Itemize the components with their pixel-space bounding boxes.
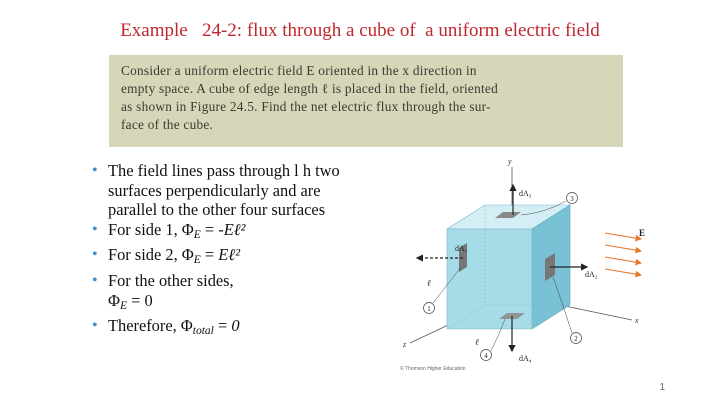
bullet-dot-icon: • [92,220,98,238]
bullet-5-equals: = [213,316,232,336]
callout-1-label: 1 [427,305,431,313]
edge-length-bottom: ℓ [475,337,479,347]
callout-4-label: 4 [484,352,488,360]
bullet-4-line-1: For the other sides, [108,270,234,290]
callout-2-circle [570,332,582,344]
problem-statement: Consider a uniform electric field E orie… [109,55,623,147]
area-patch-top [495,212,521,218]
bullet-2-value: Eℓ² [223,219,246,239]
cube-front-face [446,228,533,330]
bullet-2-equals: = - [200,219,224,239]
problem-line-3: as shown in Figure 24.5. Find the net el… [121,99,491,114]
figure-credit: © Thomson Higher Education [400,366,466,372]
bullet-side-2: • For side 2, ΦE = Eℓ² [92,245,392,271]
axis-z-label: z [402,340,407,349]
bullet-3-subscript: E [193,254,201,267]
axis-x-label: x [634,316,639,325]
bullet-4-phi: Φ [108,290,120,310]
field-arrow [604,232,643,242]
field-arrow [604,256,643,266]
dA3-label: dA₃ [519,189,532,198]
problem-line-2: empty space. A cube of edge length ℓ is … [121,81,498,96]
bullet-dot-icon: • [92,271,98,289]
page-number: 1 [659,382,665,393]
bullet-5-value: 0 [231,316,240,336]
bullet-1-line-3: parallel to the other four surfaces [108,200,326,220]
callout-1-circle [423,302,435,314]
callout-leader [520,200,567,216]
bullet-field-lines: • The field lines pass through l h two s… [92,161,392,220]
bullet-3-value: Eℓ² [218,245,240,265]
field-arrow [604,268,643,278]
callout-2-label: 2 [574,335,578,343]
bullet-5-prefix: Therefore, Φ [108,316,193,336]
cube-hidden-edge [446,304,486,330]
callout-4-circle [480,349,492,361]
dA1-label: dA₁ [455,244,468,253]
bullet-list: • The field lines pass through l h two s… [92,161,392,342]
bullet-5-subscript: total [192,325,214,338]
bullet-other-sides: • For the other sides, ΦE = 0 [92,271,392,316]
edge-length-left: ℓ [427,278,431,288]
callout-leader [552,276,573,334]
dA2-label: dA₂ [585,270,598,279]
slide-title: Example 24-2: flux through a cube of a u… [120,20,600,41]
bullet-1-line-1: The field lines pass through l h two [108,161,340,180]
bullet-dot-icon: • [92,162,98,179]
bullet-4-equals: = 0 [127,290,153,310]
axis-y-label: y [507,157,512,166]
bullet-3-prefix: For side 2, Φ [108,245,194,265]
callout-leader [490,318,506,352]
problem-line-1: Consider a uniform electric field E orie… [121,63,477,78]
bullet-2-subscript: E [193,228,201,241]
callout-leader [432,266,462,304]
field-E-label: E [639,228,645,238]
callout-3-circle [566,192,578,204]
bullet-2-prefix: For side 1, Φ [108,219,194,239]
bullet-dot-icon: • [92,317,98,335]
callout-3-label: 3 [570,195,574,203]
bullet-4-subscript: E [119,299,128,312]
bullet-total: • Therefore, Φtotal = 0 [92,316,392,342]
field-arrow [604,244,643,254]
bullet-3-equals: = [200,245,219,265]
bullet-dot-icon: • [92,246,98,264]
dA4-label: dA₄ [519,354,532,363]
bullet-1-line-2: surfaces perpendicularly and are [108,180,321,200]
bullet-side-1: • For side 1, ΦE = -Eℓ² [92,220,392,246]
cube-flux-figure: y x z dA₃ dA₁ dA₂ dA₄ E ℓ ℓ 3 1 2 4 [402,157,645,363]
problem-line-4: face of the cube. [121,117,214,132]
